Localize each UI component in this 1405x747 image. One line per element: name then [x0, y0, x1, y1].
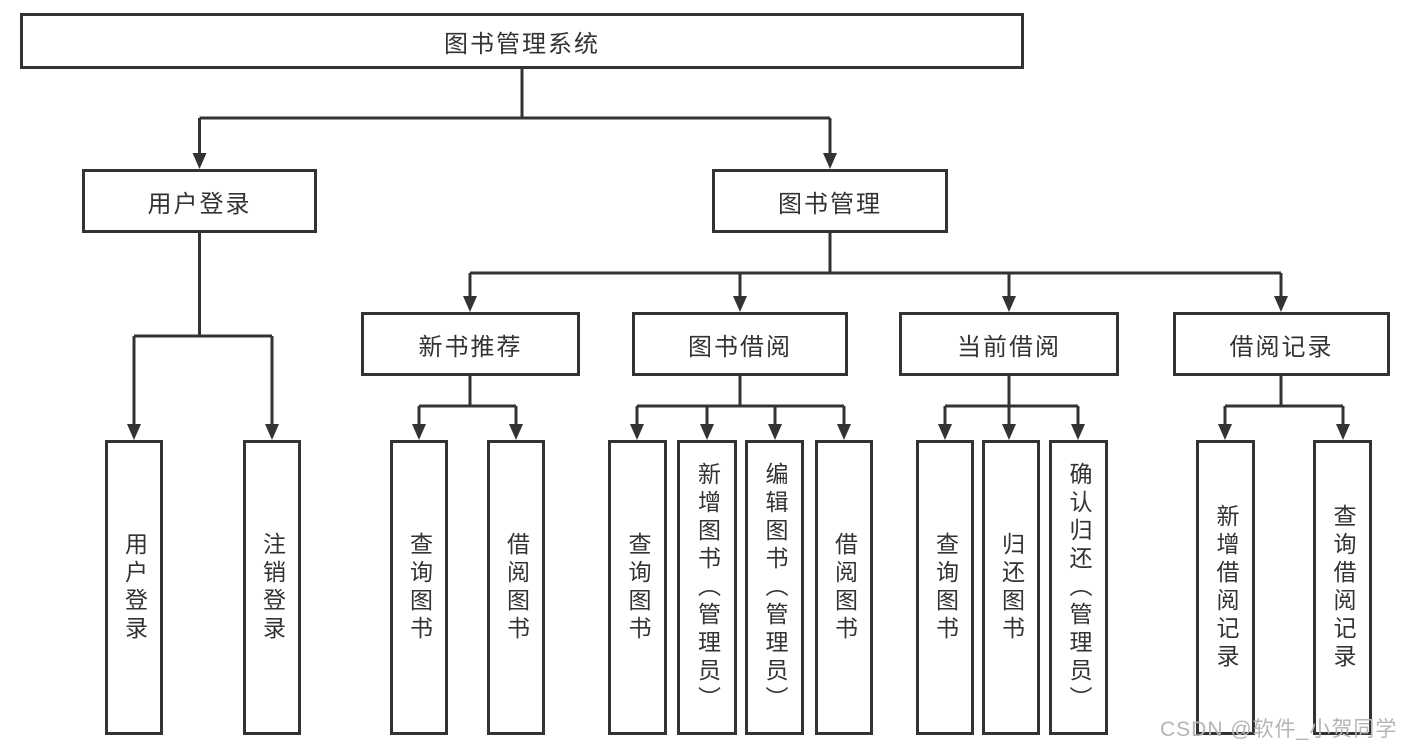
arrowhead: [1218, 424, 1232, 440]
arrowhead: [265, 424, 279, 440]
node-logout: 注销登录: [243, 440, 301, 735]
node-new-book-recommendation: 新书推荐: [361, 312, 580, 376]
node-book-management-label: 图书管理: [778, 190, 882, 218]
arrowhead: [1336, 424, 1350, 440]
node-add-borrow-record-label: 新增借阅记录: [1213, 503, 1239, 672]
node-add-books-admin: 新增图书（管理员）: [677, 440, 737, 735]
node-user-login: 用户登录: [105, 440, 163, 735]
arrowhead: [700, 424, 714, 440]
arrowhead: [1002, 296, 1016, 312]
node-edit-books-admin-label: 编辑图书（管理员）: [762, 461, 788, 714]
arrowhead: [733, 296, 747, 312]
node-edit-books-admin: 编辑图书（管理员）: [745, 440, 804, 735]
csdn-watermark: CSDN @软件_小贺同学: [1160, 718, 1398, 741]
node-query-books-recommend: 查询图书: [390, 440, 448, 735]
node-query-books-borrowing: 查询图书: [608, 440, 667, 735]
arrowhead: [412, 424, 426, 440]
node-confirm-return-admin-label: 确认归还（管理员）: [1066, 461, 1092, 714]
node-borrow-books-recommend: 借阅图书: [487, 440, 545, 735]
node-query-borrow-record-label: 查询借阅记录: [1330, 503, 1356, 672]
node-book-borrowing: 图书借阅: [632, 312, 848, 376]
node-current-borrowing-label: 当前借阅: [957, 333, 1061, 361]
node-confirm-return-admin: 确认归还（管理员）: [1049, 440, 1108, 735]
node-user-login-label: 用户登录: [121, 531, 148, 644]
node-new-book-recommendation-label: 新书推荐: [418, 333, 523, 361]
node-add-books-admin-label: 新增图书（管理员）: [694, 461, 721, 714]
node-logout-label: 注销登录: [259, 531, 286, 644]
arrowhead: [127, 424, 141, 440]
node-query-books-current: 查询图书: [916, 440, 974, 735]
arrowhead: [1274, 296, 1288, 312]
arrowhead: [630, 424, 644, 440]
arrowhead: [192, 153, 207, 169]
arrowhead: [938, 424, 952, 440]
node-return-books: 归还图书: [982, 440, 1040, 735]
node-query-books-recommend-label: 查询图书: [406, 531, 433, 644]
node-add-borrow-record: 新增借阅记录: [1196, 440, 1255, 735]
node-user-login-group-label: 用户登录: [147, 190, 252, 218]
node-query-books-current-label: 查询图书: [932, 531, 959, 644]
arrowhead: [823, 153, 837, 169]
arrowhead: [509, 424, 523, 440]
node-borrow-books-label: 借阅图书: [831, 531, 858, 644]
node-borrowing-records-label: 借阅记录: [1229, 333, 1334, 361]
node-borrow-books: 借阅图书: [815, 440, 873, 735]
node-current-borrowing: 当前借阅: [899, 312, 1119, 376]
node-book-borrowing-label: 图书借阅: [688, 333, 792, 361]
node-query-books-borrowing-label: 查询图书: [625, 531, 651, 644]
arrowhead: [1071, 424, 1085, 440]
node-borrow-books-recommend-label: 借阅图书: [503, 531, 530, 644]
node-return-books-label: 归还图书: [998, 531, 1025, 644]
arrowhead: [768, 424, 782, 440]
node-book-management: 图书管理: [712, 169, 948, 233]
arrowhead: [1002, 424, 1016, 440]
node-borrowing-records: 借阅记录: [1173, 312, 1390, 376]
node-user-login-group: 用户登录: [82, 169, 317, 233]
node-query-borrow-record: 查询借阅记录: [1313, 440, 1372, 735]
arrowhead: [837, 424, 851, 440]
node-library-management-system-label: 图书管理系统: [444, 30, 600, 58]
node-library-management-system: 图书管理系统: [20, 13, 1024, 69]
arrowhead: [463, 296, 477, 312]
